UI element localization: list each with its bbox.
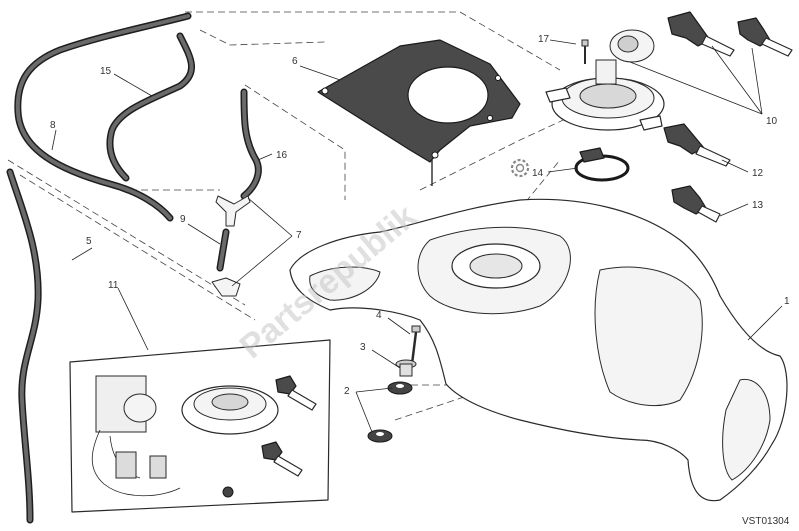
kit-panel-11[interactable] <box>69 339 331 513</box>
part-label-7: 7 <box>296 230 302 241</box>
grommet-2-b[interactable] <box>367 429 393 443</box>
part-label-4: 4 <box>376 310 382 321</box>
hose-15[interactable] <box>106 32 196 182</box>
part-label-15: 15 <box>100 66 112 77</box>
hose-8[interactable] <box>14 12 192 222</box>
gasket-14[interactable] <box>574 147 630 182</box>
key-12[interactable] <box>663 123 731 167</box>
fitting-7[interactable] <box>211 195 251 297</box>
part-label-13: 13 <box>752 200 764 211</box>
part-label-10: 10 <box>766 116 778 127</box>
part-label-16: 16 <box>276 150 288 161</box>
part-number-labels: 1 2 3 4 5 6 7 8 9 10 11 12 13 14 15 16 1… <box>50 34 790 397</box>
hose-5[interactable] <box>6 168 42 524</box>
screw-17[interactable] <box>581 39 589 64</box>
part-label-6: 6 <box>292 56 298 67</box>
hose-9[interactable] <box>216 228 230 272</box>
screw-4[interactable] <box>410 325 421 365</box>
reference-code: VST01304 <box>742 516 790 527</box>
hose-16[interactable] <box>240 88 262 200</box>
part-label-5: 5 <box>86 236 92 247</box>
part-label-1: 1 <box>784 296 790 307</box>
key-13[interactable] <box>671 185 721 223</box>
filler-cap-assembly[interactable] <box>545 29 665 131</box>
part-label-3: 3 <box>360 342 366 353</box>
fuel-tank-1[interactable] <box>289 198 788 502</box>
grommet-2-a[interactable] <box>387 381 413 395</box>
part-label-17: 17 <box>538 34 550 45</box>
leader-lines <box>51 39 783 433</box>
key-10-b[interactable] <box>737 17 793 57</box>
part-label-2: 2 <box>344 386 350 397</box>
key-10-a[interactable] <box>667 11 735 57</box>
part-label-8: 8 <box>50 120 56 131</box>
spacer-3[interactable] <box>395 359 417 377</box>
part-label-14: 14 <box>532 168 544 179</box>
gear-icon <box>510 158 530 178</box>
part-label-12: 12 <box>752 168 764 179</box>
cover-plate-6[interactable] <box>317 39 521 186</box>
part-label-11: 11 <box>108 280 119 291</box>
part-label-9: 9 <box>180 214 186 225</box>
